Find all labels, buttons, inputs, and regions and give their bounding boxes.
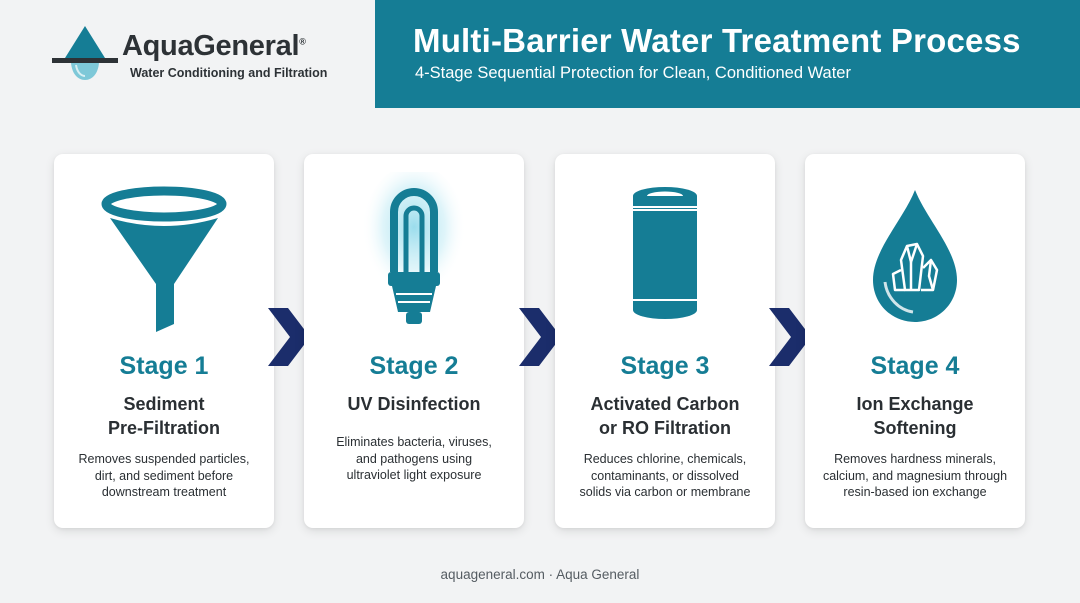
filter-cartridge-icon: [633, 187, 697, 319]
page-title: Multi-Barrier Water Treatment Process: [413, 22, 1021, 59]
stage-description: Reduces chlorine, chemicals, contaminant…: [579, 452, 751, 499]
brand-logo: AquaGeneral® Water Conditioning and Filt…: [52, 24, 352, 88]
stage-description: Eliminates bacteria, viruses, and pathog…: [336, 435, 492, 482]
brand-tagline: Water Conditioning and Filtration: [130, 66, 328, 80]
stage-title: Ion Exchange Softening: [856, 394, 974, 438]
stage-card-2: Stage 2 UV Disinfection Eliminates bacte…: [304, 154, 524, 528]
brand-name: AquaGeneral®: [122, 30, 306, 62]
funnel-icon: [101, 186, 227, 332]
stage-title: UV Disinfection: [347, 394, 481, 414]
stage-card-1: Stage 1 Sediment Pre-Filtration Removes …: [54, 154, 274, 528]
stage-card-3: Stage 3 Activated Carbon or RO Filtratio…: [555, 154, 775, 528]
stage-card-4: Stage 4 Ion Exchange Softening Removes h…: [805, 154, 1025, 528]
header-band: Multi-Barrier Water Treatment Process 4-…: [375, 0, 1080, 108]
uv-lamp-icon: [362, 172, 466, 324]
stage-description: Removes suspended particles, dirt, and s…: [78, 452, 250, 499]
water-drop-logo-icon: [52, 26, 118, 80]
stage-title: Sediment Pre-Filtration: [107, 394, 220, 438]
chevron-right-icon: [519, 308, 561, 366]
chevron-right-icon: [268, 308, 310, 366]
crystal-drop-icon: [873, 190, 957, 322]
stage-label: Stage 3: [620, 352, 710, 380]
stage-label: Stage 4: [870, 352, 960, 380]
stage-description: Removes hardness minerals, calcium, and …: [822, 452, 1008, 499]
footer-text: aquageneral.com · Aqua General: [440, 567, 640, 582]
page-subtitle: 4-Stage Sequential Protection for Clean,…: [415, 64, 851, 82]
stage-label: Stage 1: [119, 352, 209, 380]
stage-label: Stage 2: [369, 352, 459, 380]
chevron-right-icon: [769, 308, 811, 366]
stage-title: Activated Carbon or RO Filtration: [590, 394, 740, 438]
